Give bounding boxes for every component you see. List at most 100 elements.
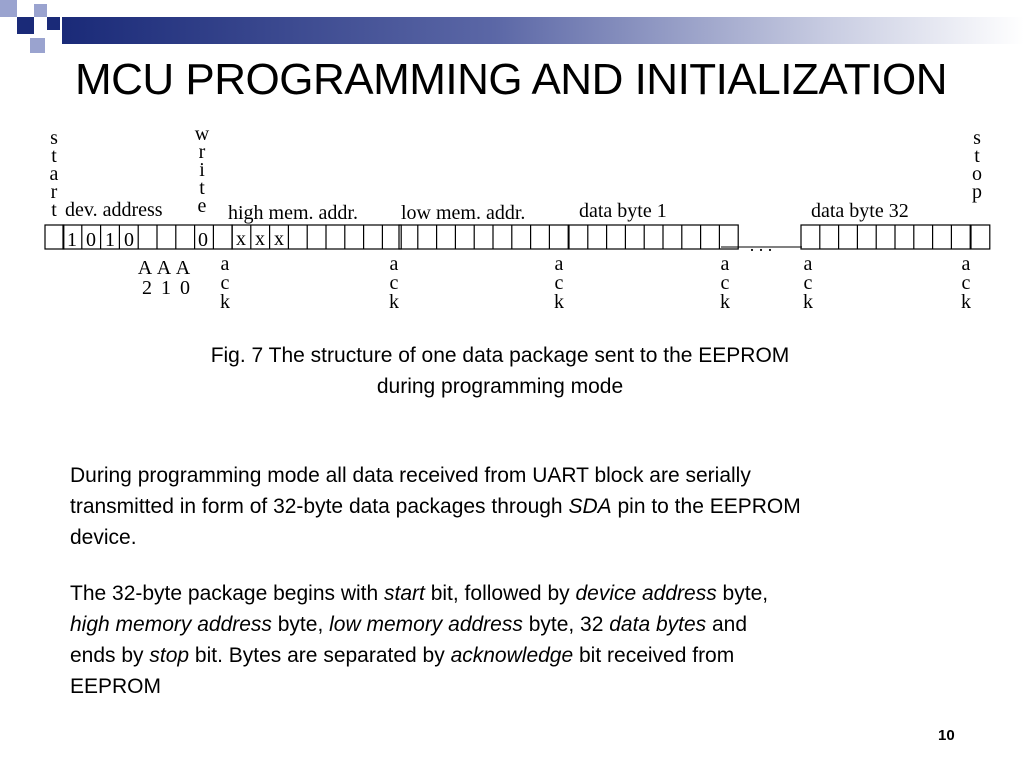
address-pin-number: 1	[161, 277, 171, 299]
text-span: bit received from	[573, 644, 735, 667]
start-label-letter: s	[50, 127, 58, 149]
ack-label-letter: k	[554, 291, 564, 313]
decor-square	[47, 17, 60, 30]
write-label-letter: i	[199, 159, 205, 181]
start-label-letter: a	[50, 163, 59, 185]
paragraph-1-line-3: device.	[70, 526, 137, 549]
term-low-memory-address: low memory address	[329, 613, 523, 636]
paragraph-2-line-2: high memory address byte, low memory add…	[70, 609, 970, 640]
term-data-bytes: data bytes	[609, 613, 707, 636]
dont-care-bit: x	[274, 228, 284, 250]
write-label-letter: e	[198, 195, 207, 217]
bit-group	[231, 224, 402, 250]
start-label-letter: r	[51, 181, 58, 203]
bit-group	[970, 224, 991, 250]
dont-care-bit: x	[236, 228, 246, 250]
slide-title: MCU PROGRAMMING AND INITIALIZATION	[75, 55, 948, 104]
low-mem-addr-label: low mem. addr.	[401, 202, 525, 224]
ack-label-letter: c	[721, 272, 730, 294]
text-span: byte,	[716, 582, 769, 605]
text-span: bit, followed by	[424, 582, 576, 605]
write-label-letter: w	[195, 123, 210, 145]
ack-label-letter: k	[961, 291, 971, 313]
ack-label-letter: a	[555, 253, 564, 275]
write-label-letter: t	[199, 177, 205, 199]
term-high-memory-address: high memory address	[70, 613, 272, 636]
address-pin-label: A	[176, 257, 191, 279]
device-bit: 0	[124, 229, 134, 251]
text-span: pin to the EEPROM	[611, 495, 801, 518]
ack-label-letter: a	[804, 253, 813, 275]
ellipsis: . . .	[750, 235, 773, 255]
ack-label-letter: k	[720, 291, 730, 313]
header-decoration	[0, 0, 1024, 60]
start-label-letter: t	[51, 145, 57, 167]
paragraph-2-line-4: EEPROM	[70, 675, 162, 698]
term-device-address: device address	[575, 582, 717, 605]
decor-square	[34, 4, 47, 17]
paragraph-1-line-2: transmitted in form of 32-byte data pack…	[70, 491, 970, 522]
ack-label-letter: c	[804, 272, 813, 294]
paragraph-1: During programming mode all data receive…	[70, 460, 970, 553]
term-start: start	[384, 582, 425, 605]
data-byte-1-label: data byte 1	[579, 200, 667, 222]
decor-square	[17, 17, 34, 34]
data-byte-32-label: data byte 32	[811, 200, 909, 222]
paragraph-2-line-1: The 32-byte package begins with start bi…	[70, 578, 970, 609]
device-bit: 0	[86, 229, 96, 251]
bit-group	[800, 224, 971, 250]
text-span: transmitted in form of 32-byte data pack…	[70, 495, 569, 518]
caption-line-1: Fig. 7 The structure of one data package…	[210, 344, 790, 367]
term-acknowledge: acknowledge	[450, 644, 574, 667]
stop-label-letter: s	[973, 127, 981, 149]
stop-label-letter: t	[974, 145, 980, 167]
ack-label-letter: k	[803, 291, 813, 313]
bit-cells	[44, 224, 991, 250]
high-mem-addr-label: high mem. addr.	[228, 202, 358, 224]
device-bit: 1	[105, 229, 115, 251]
text-span: and	[706, 613, 748, 636]
ack-label-letter: k	[389, 291, 399, 313]
paragraph-2-line-3: ends by stop bit. Bytes are separated by…	[70, 640, 970, 671]
ack-label-letter: c	[962, 272, 971, 294]
ack-label-letter: k	[220, 291, 230, 313]
device-bit: 1	[67, 229, 77, 251]
ack-label-letter: a	[221, 253, 230, 275]
stop-label-letter: o	[972, 163, 982, 185]
text-span: byte,	[271, 613, 330, 636]
stop-label-letter: p	[972, 181, 982, 203]
ack-label-letter: c	[221, 272, 230, 294]
ack-label-letter: a	[390, 253, 399, 275]
paragraph-1-line-1: During programming mode all data receive…	[70, 464, 751, 487]
data-package-diagram: . . . startwritestopackackackackackackde…	[44, 123, 991, 313]
ack-label-letter: a	[721, 253, 730, 275]
text-span: bit. Bytes are separated by	[189, 644, 451, 667]
ack-label-letter: a	[962, 253, 971, 275]
sda-term: SDA	[568, 495, 612, 518]
bit-group	[398, 224, 569, 250]
text-span: byte, 32	[522, 613, 610, 636]
text-span: ends by	[70, 644, 150, 667]
bit-group	[44, 224, 65, 250]
write-label-letter: r	[199, 141, 206, 163]
write-bit: 0	[198, 229, 208, 251]
address-pin-number: 2	[142, 277, 152, 299]
text-span: The 32-byte package begins with	[70, 582, 385, 605]
term-stop: stop	[149, 644, 190, 667]
address-pin-label: A	[157, 257, 172, 279]
address-pin-number: 0	[180, 277, 190, 299]
start-label-letter: t	[51, 199, 57, 221]
ack-label-letter: c	[390, 272, 399, 294]
bit-group	[568, 224, 739, 250]
caption-line-2: during programming mode	[376, 375, 624, 398]
dev-address-label: dev. address	[65, 199, 163, 221]
dont-care-bit: x	[255, 228, 265, 250]
paragraph-2: The 32-byte package begins with start bi…	[70, 578, 970, 702]
decor-square	[30, 38, 45, 53]
decor-square	[0, 0, 17, 17]
address-pin-label: A	[138, 257, 153, 279]
figure-caption: Fig. 7 The structure of one data package…	[100, 340, 900, 402]
ack-label-letter: c	[555, 272, 564, 294]
page-number: 10	[938, 727, 955, 744]
